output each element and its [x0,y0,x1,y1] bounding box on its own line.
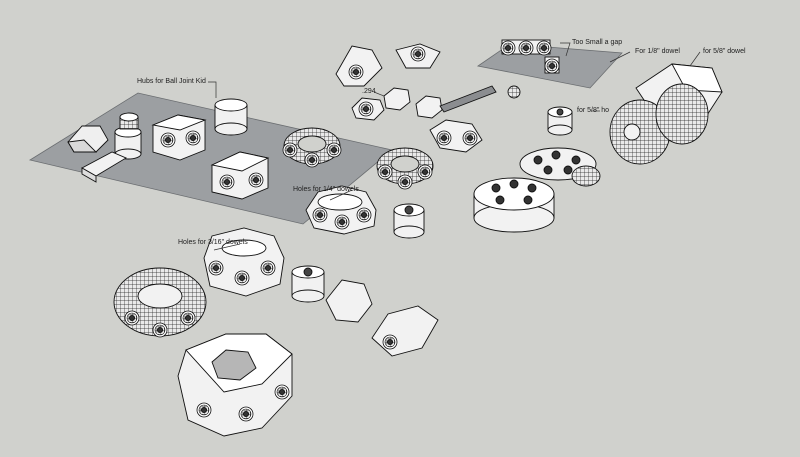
label-1-8-dowel: For 1/8" dowel [635,48,680,55]
hex-nut-small-b[interactable] [383,87,411,111]
hex-nut-small-c[interactable] [415,95,443,119]
disc-hub-lower[interactable] [473,177,555,233]
triangle-hub[interactable] [395,43,441,69]
label-5-8-ho: for 5/8" ho [577,107,610,114]
spiky-ring-bottom[interactable] [113,267,207,338]
tetra-hub[interactable] [335,45,383,87]
wedge-block[interactable] [81,151,127,183]
hex-hub-center[interactable] [210,151,270,200]
spiky-ring-b[interactable] [376,147,434,190]
hex-prism-lower-a[interactable] [325,279,373,323]
hex-hub-mid[interactable] [429,119,483,153]
label-5-8-dowel: for 5/8" dowel [703,48,746,55]
cylinder-mesh-small[interactable] [119,112,139,130]
ball-joint-hub[interactable] [609,83,709,165]
label-dim-294: .294 [362,88,376,95]
cylinder-mid[interactable] [393,203,425,239]
hex-ring-quarter-dowels[interactable] [305,185,377,235]
label-hubs-ball-joint: Hubs for Ball Joint Kid [137,78,206,85]
cylinder-lower-a[interactable] [291,265,325,303]
pointed-hex-prism[interactable] [67,125,109,153]
annotation-leaders [208,42,701,251]
label-too-small-gap: Too Small a gap [572,39,623,46]
hex-ring-large-bottom[interactable] [177,333,293,437]
cylinder-tall-left[interactable] [214,98,248,136]
spiky-ring-a[interactable] [282,127,342,168]
coupler-cluster[interactable] [500,39,560,74]
hex-hub-large-left[interactable] [151,114,207,161]
hex-nut-small-a[interactable] [351,97,385,121]
dowel-rod[interactable] [439,85,521,113]
disc-hub-upper[interactable] [519,147,601,187]
hex-prism-lower-b[interactable] [371,305,439,357]
cylinder-small-a[interactable] [114,126,142,160]
label-holes-3-16: Holes for 3/16" dowels [178,239,248,246]
cylinder-small-right[interactable] [547,106,573,136]
label-holes-1-4: Holes for 1/4" dowels [293,186,359,193]
